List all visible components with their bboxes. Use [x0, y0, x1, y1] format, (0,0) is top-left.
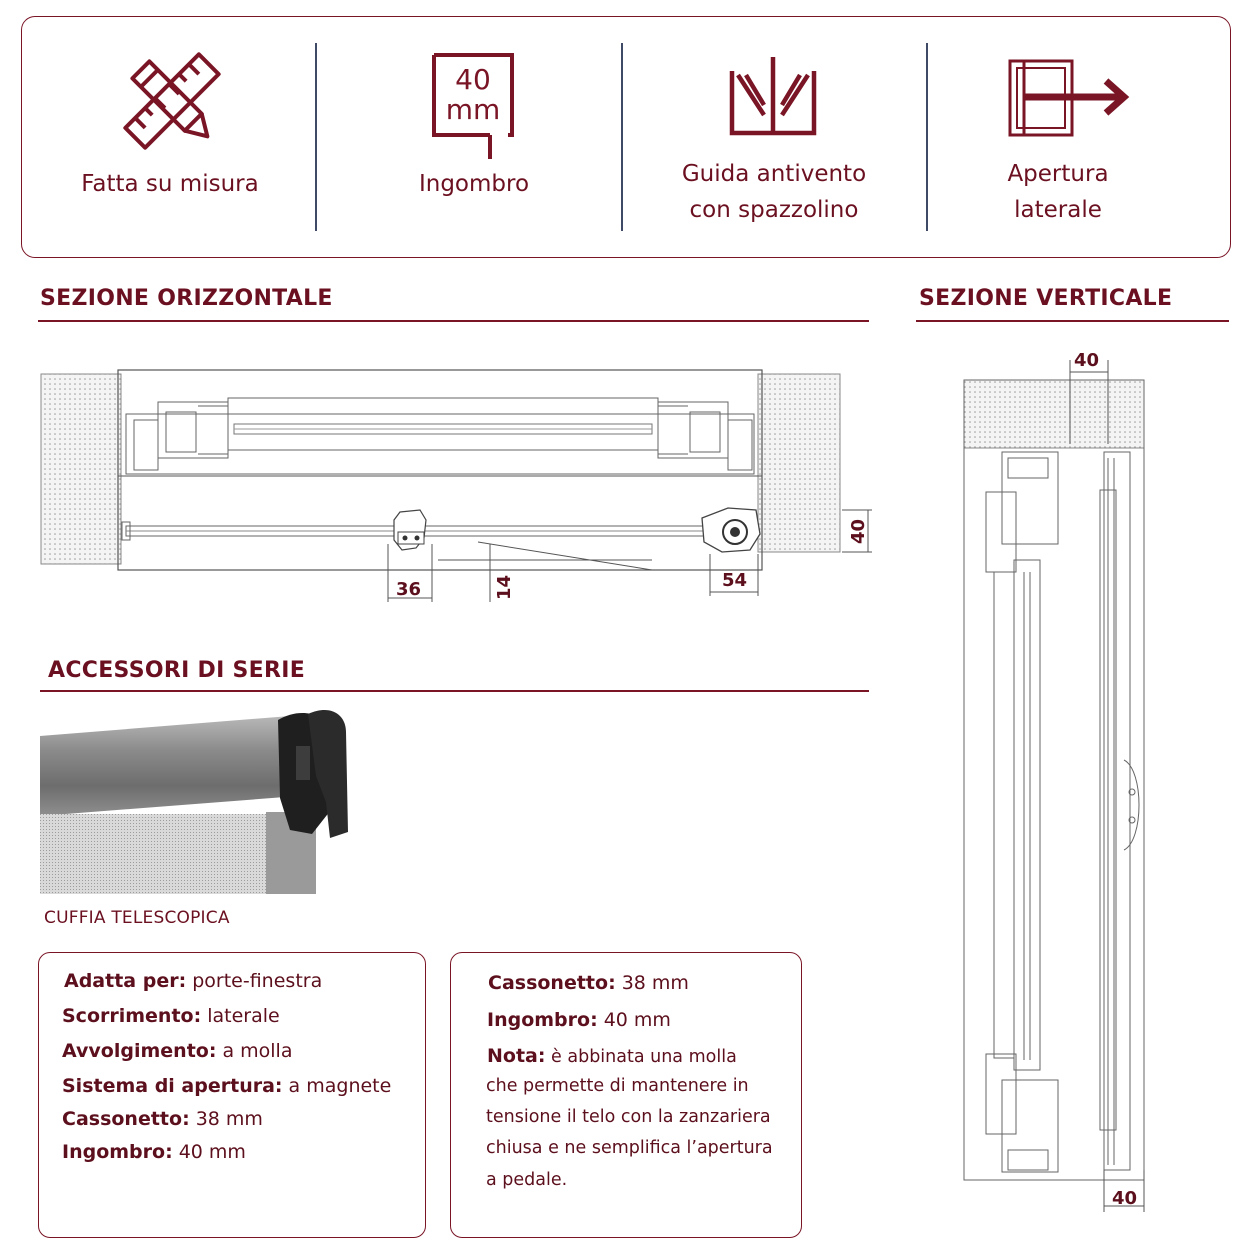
- feature-separator: [621, 43, 623, 231]
- note-line: chiusa e ne semplifica l’apertura: [486, 1138, 773, 1158]
- dim-54: 54: [722, 570, 747, 591]
- section-title-accessories: ACCESSORI DI SERIE: [48, 658, 306, 683]
- features-card: Fatta su misura 40 mm Ingombro Guida ant…: [21, 16, 1231, 258]
- section-title-vertical: SEZIONE VERTICALE: [919, 286, 1173, 311]
- ruler-pencil-icon: [123, 52, 221, 150]
- spec-line: Cassonetto: 38 mm: [488, 972, 689, 994]
- section-rule: [40, 690, 869, 692]
- dim-36: 36: [396, 579, 421, 600]
- dimension-icon-text-top: 40: [455, 63, 491, 96]
- spec-line: Scorrimento: laterale: [62, 1005, 280, 1027]
- spec-box-right: [450, 952, 802, 1238]
- feature-label: Guida antivento: [681, 161, 867, 187]
- feature-label: Fatta su misura: [81, 171, 259, 197]
- spec-line: Adatta per: porte-finestra: [64, 970, 323, 992]
- dimension-40mm-icon: [432, 53, 514, 159]
- accessory-caption: CUFFIA TELESCOPICA: [44, 908, 230, 928]
- spec-line: Avvolgimento: a molla: [62, 1040, 293, 1062]
- feature-label: Ingombro: [418, 171, 530, 197]
- spec-line: Ingombro: 40 mm: [487, 1009, 671, 1031]
- brush-guide-icon: [729, 57, 817, 136]
- side-opening-icon: [1008, 59, 1130, 137]
- spec-line: Sistema di apertura: a magnete: [62, 1075, 392, 1097]
- note-line: tensione il telo con la zanzariera: [486, 1107, 771, 1127]
- note-line: Nota: è abbinata una molla: [487, 1045, 737, 1067]
- section-rule: [916, 320, 1229, 322]
- dim-bottom-40: 40: [1112, 1188, 1137, 1209]
- dimension-icon-text-bottom: mm: [445, 93, 501, 126]
- feature-label: Apertura: [1007, 161, 1109, 187]
- dim-top-40: 40: [1074, 350, 1099, 371]
- spec-box-left: [38, 952, 426, 1238]
- section-title-horizontal: SEZIONE ORIZZONTALE: [40, 286, 333, 311]
- section-rule: [38, 320, 869, 322]
- spec-line: Ingombro: 40 mm: [62, 1141, 246, 1163]
- feature-separator: [315, 43, 317, 231]
- telescopic-cap-image: [40, 710, 348, 894]
- note-line: a pedale.: [486, 1170, 568, 1190]
- note-line: che permette di mantenere in: [486, 1076, 749, 1096]
- vertical-section-drawing: 40 40: [963, 350, 1145, 1212]
- horizontal-section-drawing: 36 14 54 40: [40, 369, 872, 602]
- feature-label: con spazzolino: [689, 197, 859, 223]
- dim-14: 14: [494, 575, 515, 600]
- dim-40: 40: [848, 519, 869, 544]
- spec-line: Cassonetto: 38 mm: [62, 1108, 263, 1130]
- feature-label: laterale: [1014, 197, 1102, 223]
- feature-separator: [926, 43, 928, 231]
